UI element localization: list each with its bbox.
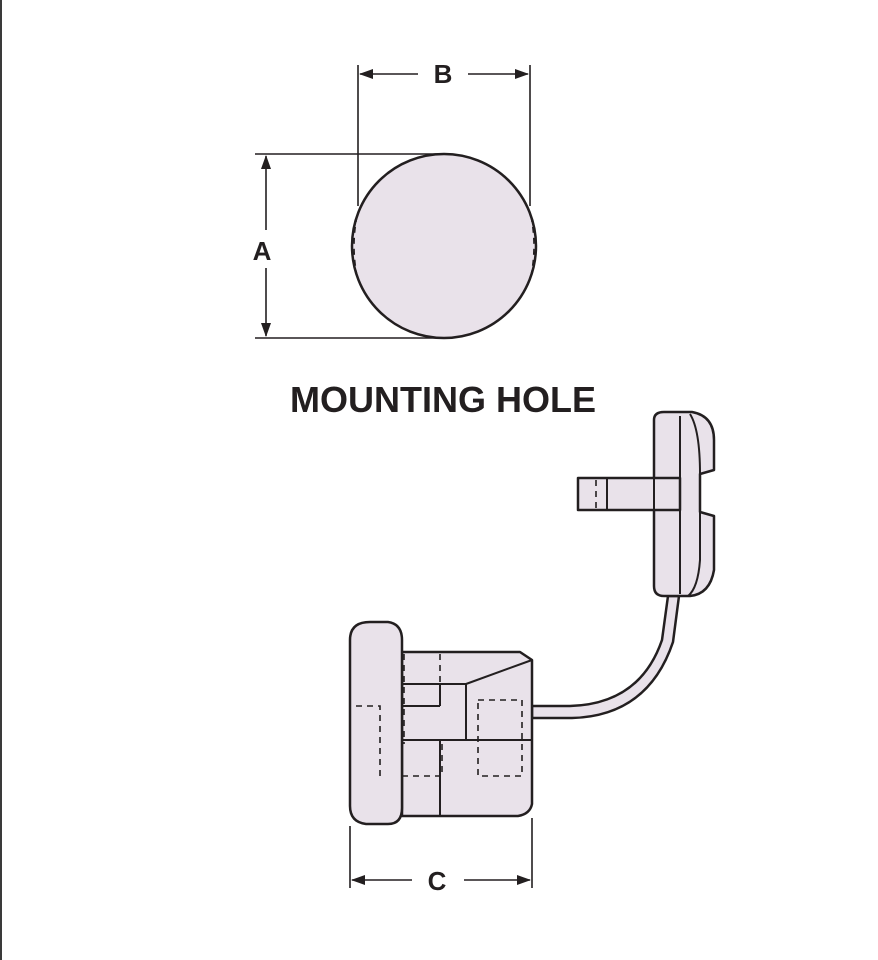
plug-body-edge-2 <box>465 659 533 685</box>
mounting-hole-drawing <box>350 152 538 340</box>
mounting-hole-circle <box>350 152 538 340</box>
cap-head-edge-top <box>689 413 701 475</box>
dim-b-arrow-left <box>359 69 373 79</box>
dim-b-arrow-right <box>515 69 529 79</box>
dimension-b: B <box>357 59 531 206</box>
dim-a-arrow-top <box>261 155 271 169</box>
tether-strap <box>530 594 681 720</box>
cap-stem <box>576 476 682 512</box>
plug-flange <box>348 620 404 826</box>
dim-a-arrow-bottom <box>261 323 271 337</box>
hidden-line-2 <box>477 699 523 777</box>
mounting-hole-caption: MOUNTING HOLE <box>290 379 596 420</box>
left-border <box>0 0 2 960</box>
dim-c-arrow-left <box>351 875 365 885</box>
hole-hidden-arc-left <box>353 215 358 277</box>
hole-hidden-arc-right <box>530 215 535 277</box>
dim-a-label: A <box>253 236 272 266</box>
dim-c-label: C <box>428 866 447 896</box>
dim-c-arrow-right <box>517 875 531 885</box>
dimension-c: C <box>349 818 533 896</box>
cap-head-edge-bottom <box>687 512 701 597</box>
plug-drawing <box>348 410 716 826</box>
dimension-a: A <box>253 153 444 339</box>
flange-hidden-line <box>356 705 381 776</box>
dim-b-label: B <box>434 59 453 89</box>
